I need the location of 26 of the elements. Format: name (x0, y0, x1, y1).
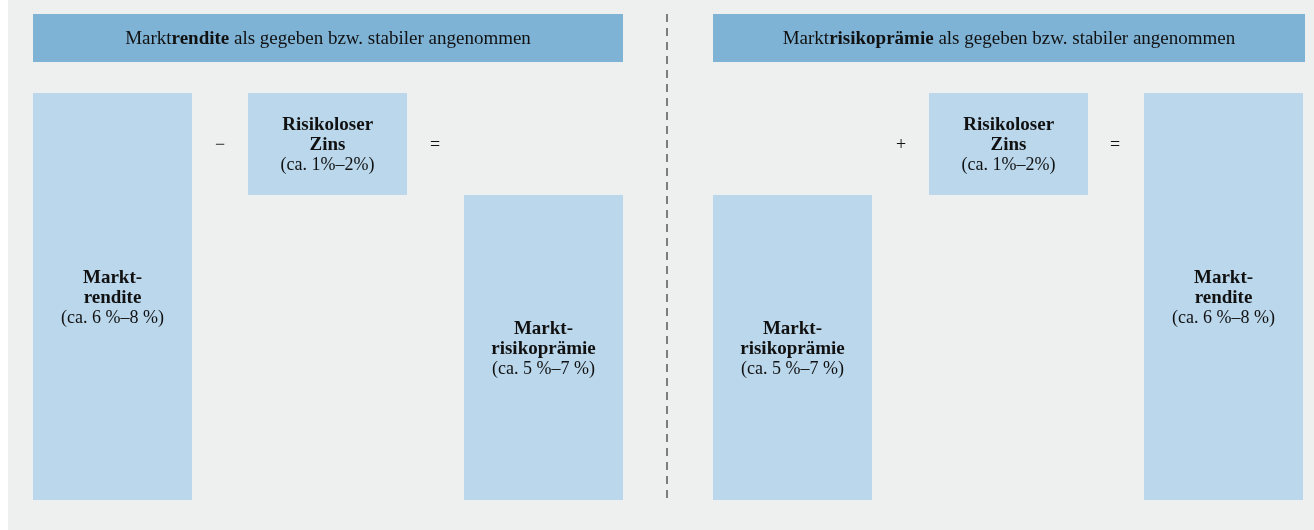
header-bar (713, 14, 1305, 62)
value-box (33, 93, 192, 500)
box-title: Risikoloser Zins (282, 114, 373, 154)
range-text: (ca. 5 %–7 %) (492, 357, 595, 378)
value-box (1144, 93, 1303, 500)
header-text: Marktrisikoprämie als gegeben bzw. stabiler angenommen (782, 25, 1236, 50)
box-title: Markt- rendite (82, 266, 143, 307)
box-title: Markt- risikoprämie (740, 317, 845, 358)
box-title: Markt- rendite (1193, 266, 1254, 307)
value-box (464, 195, 623, 500)
range-text: (ca. 1%–2%) (280, 154, 375, 174)
header-bar (33, 14, 623, 62)
range-text: (ca. 1%–2%) (961, 154, 1056, 174)
operator-sign: = (1108, 133, 1122, 156)
value-box (248, 93, 407, 195)
range-text: (ca. 6 %–8 %) (61, 306, 164, 327)
value-box (929, 93, 1088, 195)
operator-sign: = (428, 133, 442, 156)
operator-sign: + (894, 133, 908, 156)
header-text: Marktrendite als gegeben bzw. stabiler angenommen (125, 25, 531, 50)
range-text: (ca. 6 %–8 %) (1172, 306, 1275, 327)
box-title: Risikoloser Zins (963, 114, 1054, 154)
value-box (713, 195, 872, 500)
range-text: (ca. 5 %–7 %) (741, 357, 844, 378)
operator-sign: − (213, 133, 227, 156)
box-title: Markt- risikoprämie (491, 317, 596, 358)
